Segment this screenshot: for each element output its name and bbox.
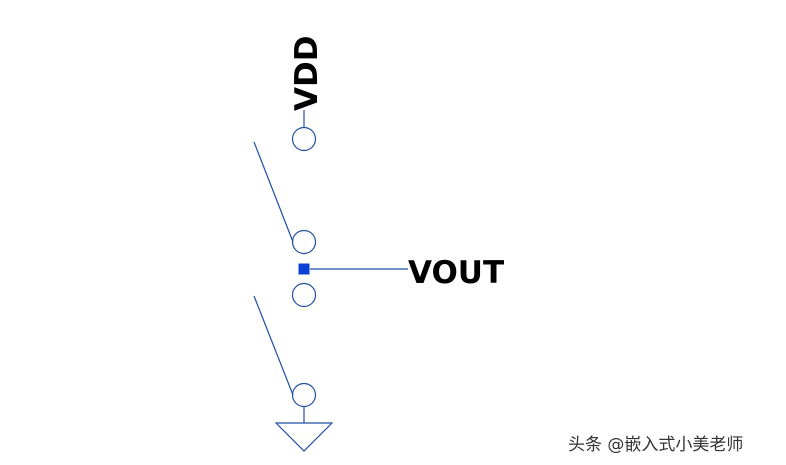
ground-symbol[interactable] — [274, 406, 334, 452]
watermark-text: 头条 @嵌入式小美老师 — [568, 435, 744, 455]
vdd-label: VDD — [289, 36, 325, 111]
vdd-terminal[interactable] — [291, 126, 317, 152]
upper-switch-lever[interactable] — [253, 141, 294, 243]
lower-switch-top-terminal[interactable] — [291, 282, 317, 308]
upper-switch-terminal[interactable] — [291, 229, 317, 255]
ground-triangle-icon — [274, 422, 334, 452]
output-node-junction[interactable] — [298, 263, 310, 275]
lower-switch-terminal[interactable] — [291, 382, 317, 408]
upper-switch[interactable] — [253, 141, 317, 255]
vdd-supply[interactable]: VDD — [289, 36, 325, 152]
vout-label: VOUT — [408, 255, 504, 291]
output-node[interactable]: VOUT — [298, 255, 505, 291]
lower-switch-lever[interactable] — [253, 295, 294, 396]
lower-switch[interactable] — [253, 282, 317, 408]
